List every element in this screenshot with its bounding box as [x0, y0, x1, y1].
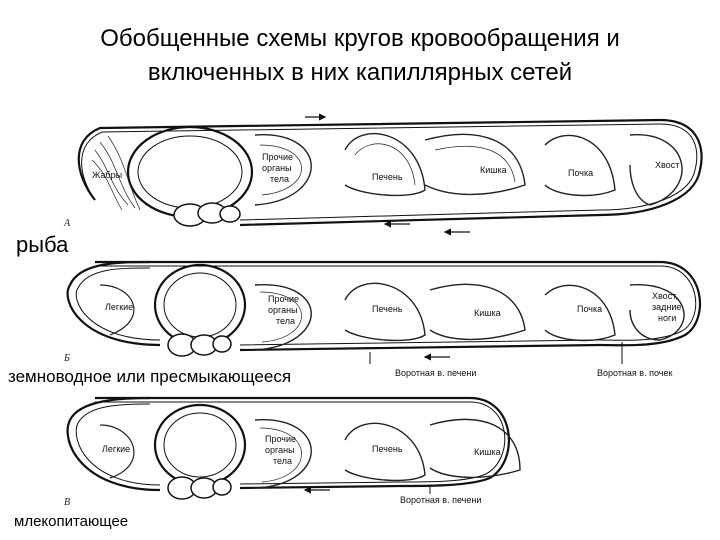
label-liver: Печень — [372, 444, 403, 454]
panel-letter-a: А — [63, 218, 71, 229]
mammal-body-capillaries — [254, 419, 312, 489]
label-other-2: органы — [268, 305, 298, 315]
amphibian-tail-capillaries — [629, 284, 685, 341]
label-other-1: Прочие — [268, 294, 299, 304]
mammal-liver-capillaries — [344, 422, 426, 482]
mammal-gut-capillaries — [429, 418, 521, 479]
label-gut: Кишка — [480, 165, 507, 175]
fish-liver-capillaries — [344, 133, 426, 197]
label-hind: задние — [652, 302, 681, 312]
label-gills: Жабры — [92, 170, 122, 180]
label-hepatic-portal: Воротная в. печени — [400, 495, 481, 505]
label-kidney: Почка — [577, 304, 602, 314]
label-gut: Кишка — [474, 308, 501, 318]
amphibian-body-capillaries — [254, 284, 312, 351]
fish-tail-capillaries — [629, 134, 683, 206]
label-lungs: Легкие — [105, 302, 133, 312]
fish-gut-capillaries — [424, 133, 526, 196]
caption-mammal: млекопитающее — [14, 513, 128, 530]
label-hepatic-portal: Воротная в. печени — [395, 368, 476, 378]
title-line-2: включенных в них капиллярных сетей — [147, 59, 573, 86]
amphibian-kidney-capillaries — [544, 284, 616, 342]
mammal-pulmonary-loop — [66, 396, 161, 492]
label-other-3: тела — [273, 456, 292, 466]
label-gut: Кишка — [474, 447, 501, 457]
panel-mammal: Легкие Прочие органы тела Печень Кишка В… — [64, 396, 521, 508]
label-liver: Печень — [372, 304, 403, 314]
panel-letter-b: Б — [63, 353, 70, 364]
mammal-outer-vessel — [95, 396, 511, 490]
label-liver: Печень — [372, 172, 403, 182]
label-legs: ноги — [658, 313, 676, 323]
mammal-heart — [167, 476, 232, 500]
amphibian-liver-capillaries — [344, 282, 426, 342]
mammal-systemic-loop — [153, 403, 247, 487]
caption-fish: рыба — [16, 232, 69, 257]
panel-fish: Жабры Прочие органы тела Печень Кишка По… — [63, 113, 703, 236]
label-kidney: Почка — [568, 168, 593, 178]
amphibian-outer-vessel — [95, 260, 702, 352]
label-tail: Хвост, — [652, 291, 678, 301]
label-other-1: Прочие — [262, 152, 293, 162]
caption-amphibian: земноводное или пресмыкающееся — [8, 367, 291, 386]
amphibian-pulmonary-loop — [66, 260, 161, 347]
amphibian-gut-capillaries — [429, 283, 526, 341]
fish-heart — [173, 202, 241, 227]
title-line-1: Обобщенные схемы кругов кровообращения и — [100, 25, 620, 52]
label-other-1: Прочие — [265, 434, 296, 444]
mammal-lung-capillaries — [99, 424, 135, 479]
fish-gill-capillaries — [91, 135, 141, 211]
amphibian-systemic-loop — [153, 263, 247, 347]
amphibian-lung-capillaries — [99, 284, 135, 336]
label-other-3: тела — [270, 174, 289, 184]
label-lungs: Легкие — [102, 444, 130, 454]
slide-title: Обобщенные схемы кругов кровообращения и… — [0, 22, 720, 90]
fish-kidney-capillaries — [544, 134, 616, 197]
panel-amphibian: Легкие Прочие органы тела Печень Кишка П… — [63, 260, 702, 378]
label-other-2: органы — [262, 163, 292, 173]
label-other-3: тела — [276, 316, 295, 326]
label-renal-portal: Воротная в. почек — [597, 368, 672, 378]
fish-body-capillaries — [254, 134, 312, 206]
label-tail: Хвост — [655, 160, 679, 170]
amphibian-heart — [167, 333, 232, 357]
label-other-2: органы — [265, 445, 295, 455]
panel-letter-c: В — [64, 497, 70, 508]
fish-outer-vessel — [77, 118, 703, 227]
